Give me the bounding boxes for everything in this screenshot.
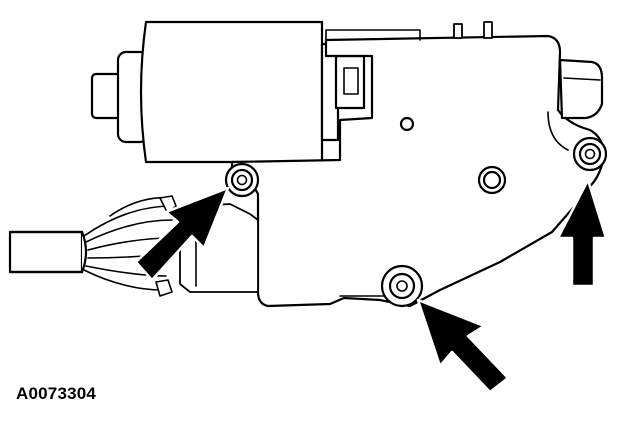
fastener-upper-left [224,162,260,198]
fastener-right [572,136,608,172]
housing-top-tab-2 [483,21,493,39]
bolt-socket [236,174,248,186]
bolt-socket [396,280,408,292]
wire-5 [85,265,167,277]
cable-end [80,230,88,274]
housing-right-lug [558,58,604,120]
motor-housing [139,20,324,164]
motor [90,20,366,164]
fastener-lower-center [380,264,424,308]
callout-arrows [134,178,608,394]
housing-top-tab-1 [453,23,463,39]
wire-2 [85,219,173,243]
wire-1 [83,205,173,237]
housing-inner-contour [547,111,569,151]
arrow-upper-left-icon [134,186,230,282]
housing-top-step [325,29,421,41]
bolt-socket [584,148,596,160]
housing-lug-line [563,77,601,81]
arrow-lower-center-icon [416,298,510,394]
housing-pivot-inner [482,170,502,190]
cable-sheath [8,230,84,274]
arrow-right-icon [556,178,608,288]
motor-connector-tab [343,67,359,95]
gear-housing [179,21,606,308]
wiring-harness [8,195,177,297]
housing-outline [230,34,606,308]
housing-hole-small [399,116,415,132]
wire-clip-lower [155,279,173,297]
wire-6 [83,269,163,291]
figure-reference-code: A0073304 [16,384,97,403]
